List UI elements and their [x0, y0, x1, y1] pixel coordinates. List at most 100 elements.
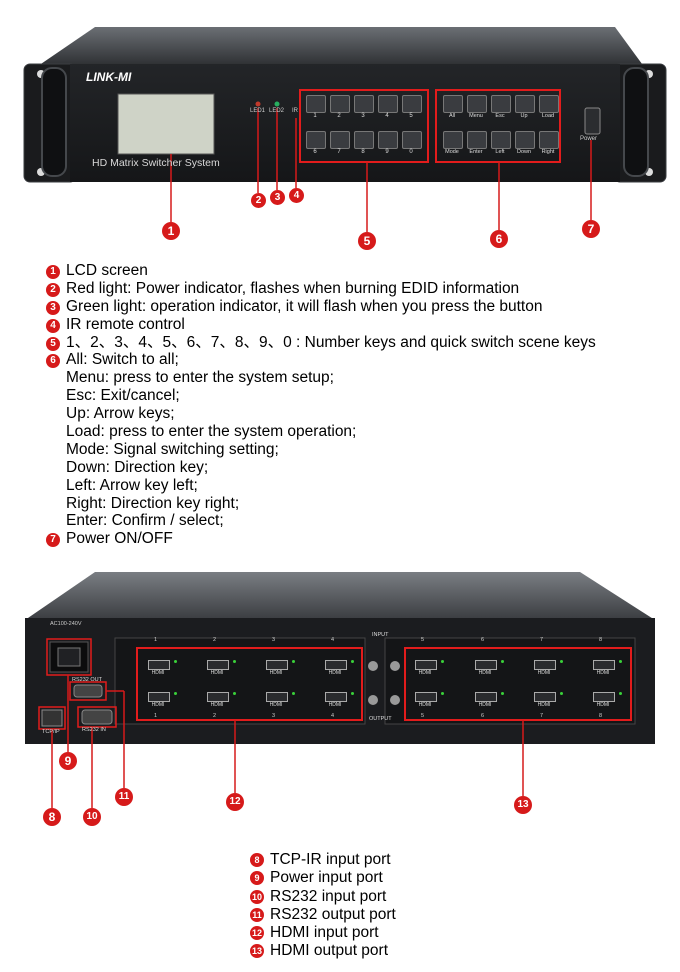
brand-logo: LINK-MI [86, 70, 132, 84]
legend-text: Red light: Power indicator, flashes when… [66, 279, 520, 297]
hdmi-input-port-5 [415, 660, 437, 670]
function-key-up[interactable] [515, 95, 535, 113]
number-key-label: 3 [361, 113, 365, 119]
port-indicator-led [174, 660, 177, 663]
function-key-menu[interactable] [467, 95, 487, 113]
marker-1: 1 [162, 222, 180, 240]
function-key-mode[interactable] [443, 131, 463, 149]
model-text: HD Matrix Switcher System [92, 157, 220, 169]
number-key-label: 5 [409, 113, 413, 119]
hdmi-input-port-6 [475, 660, 497, 670]
function-key-right[interactable] [539, 131, 559, 149]
hdmi-port-label: HDMI [269, 702, 283, 708]
number-key-label: 8 [361, 149, 365, 155]
legend-number-badge: 1 [46, 265, 60, 279]
hdmi-output-port-6 [475, 692, 497, 702]
legend-text: Left: Arrow key left; [66, 476, 198, 494]
legend-item: Up: Arrow keys; [46, 405, 596, 423]
legend-item: Menu: press to enter the system setup; [46, 369, 596, 387]
legend-number-badge: 8 [250, 853, 264, 867]
function-key-all[interactable] [443, 95, 463, 113]
function-key-label: Up [520, 113, 528, 119]
legend-item: Left: Arrow key left; [46, 477, 596, 495]
marker-12: 12 [226, 793, 244, 811]
hdmi-output-port-2 [207, 692, 229, 702]
hdmi-port-label: HDMI [537, 670, 551, 676]
output-label: OUTPUT [369, 716, 392, 722]
input-channel-number: 3 [272, 637, 276, 643]
function-key-label: Mode [445, 149, 459, 155]
number-key-2[interactable] [330, 95, 350, 113]
output-channel-number: 2 [213, 713, 217, 719]
marker-4: 4 [289, 188, 304, 203]
hdmi-port-label: HDMI [478, 702, 492, 708]
port-indicator-led [441, 692, 444, 695]
hdmi-port-label: HDMI [596, 670, 610, 676]
number-key-label: 7 [337, 149, 341, 155]
function-key-label: Left [495, 149, 505, 155]
number-key-1[interactable] [306, 95, 326, 113]
number-key-label: 6 [313, 149, 317, 155]
legend-text: Down: Direction key; [66, 458, 209, 476]
hdmi-port-label: HDMI [478, 670, 492, 676]
number-key-8[interactable] [354, 131, 374, 149]
output-channel-number: 3 [272, 713, 276, 719]
hdmi-input-port-4 [325, 660, 347, 670]
number-key-9[interactable] [378, 131, 398, 149]
hdmi-output-port-8 [593, 692, 615, 702]
hdmi-port-label: HDMI [537, 702, 551, 708]
legend-text: Power ON/OFF [66, 530, 173, 548]
number-key-0[interactable] [402, 131, 422, 149]
legend-text: Menu: press to enter the system setup; [66, 369, 334, 387]
hdmi-port-label: HDMI [418, 670, 432, 676]
legend-number-badge: 7 [46, 533, 60, 548]
number-key-label: 0 [409, 149, 413, 155]
legend-number-badge: 11 [250, 907, 264, 922]
legend-number-badge: 12 [250, 926, 264, 941]
input-channel-number: 8 [599, 637, 603, 643]
function-key-enter[interactable] [467, 131, 487, 149]
function-key-load[interactable] [539, 95, 559, 113]
legend-item: Load: press to enter the system operatio… [46, 423, 596, 441]
marker-9: 9 [59, 752, 77, 770]
number-key-label: 2 [337, 113, 341, 119]
number-key-7[interactable] [330, 131, 350, 149]
function-key-left[interactable] [491, 131, 511, 149]
function-key-label: All [448, 113, 456, 119]
hdmi-port-label: HDMI [596, 702, 610, 708]
led1-label: LED1 [250, 108, 266, 114]
hdmi-output-port-1 [148, 692, 170, 702]
hdmi-port-label: HDMI [151, 702, 165, 708]
hdmi-port-label: HDMI [328, 670, 342, 676]
function-key-label: Esc [495, 113, 505, 119]
hdmi-port-label: HDMI [269, 670, 283, 676]
legend-text: Esc: Exit/cancel; [66, 387, 180, 405]
hdmi-input-port-3 [266, 660, 288, 670]
legend-item: Esc: Exit/cancel; [46, 387, 596, 405]
marker-11: 11 [115, 788, 133, 806]
number-key-4[interactable] [378, 95, 398, 113]
number-key-5[interactable] [402, 95, 422, 113]
input-channel-number: 7 [540, 637, 544, 643]
legend-number-badge: 2 [46, 282, 60, 297]
function-key-down[interactable] [515, 131, 535, 149]
legend-text: Load: press to enter the system operatio… [66, 423, 357, 441]
number-key-6[interactable] [306, 131, 326, 149]
port-indicator-led [501, 692, 504, 695]
hdmi-output-port-3 [266, 692, 288, 702]
hdmi-port-label: HDMI [210, 702, 224, 708]
function-key-esc[interactable] [491, 95, 511, 113]
marker-10: 10 [83, 808, 101, 826]
output-channel-number: 6 [481, 713, 485, 719]
number-key-3[interactable] [354, 95, 374, 113]
marker-5: 5 [358, 232, 376, 250]
